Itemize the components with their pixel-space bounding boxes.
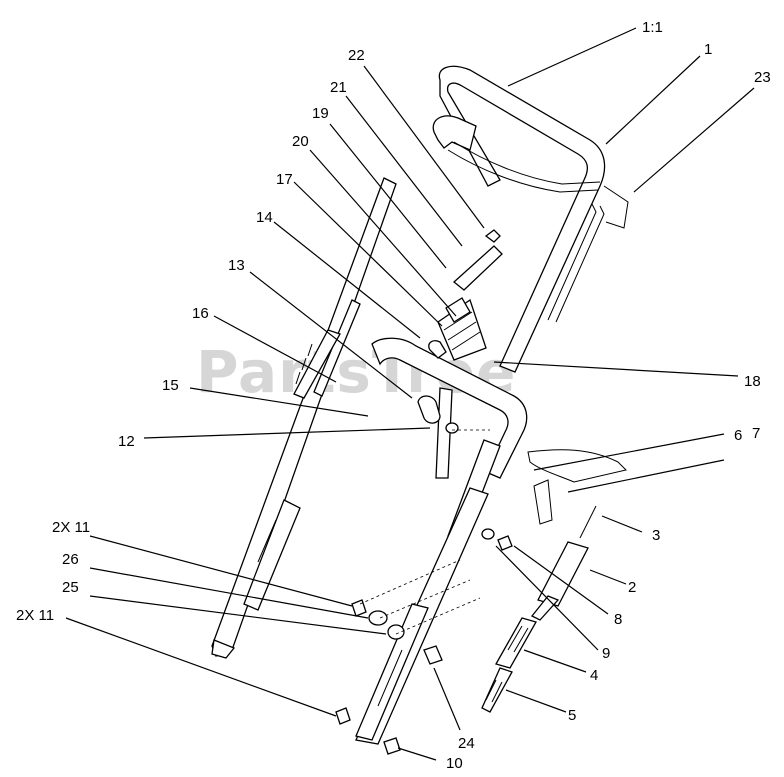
callout-12: 12 xyxy=(118,433,135,450)
cable-assembly-part xyxy=(481,449,627,713)
callout-16: 16 xyxy=(192,305,209,322)
shift-bracket-part xyxy=(428,229,503,361)
callout-18: 18 xyxy=(744,373,761,390)
knob-part xyxy=(417,395,441,424)
callout-2: 2 xyxy=(628,579,637,596)
hardware-parts xyxy=(335,422,513,755)
leader-lines xyxy=(65,27,755,761)
callout-8: 8 xyxy=(614,611,623,628)
callout-14: 14 xyxy=(256,209,273,226)
callout-23: 23 xyxy=(754,69,771,86)
callout-13: 13 xyxy=(228,257,245,274)
callout-7: 7 xyxy=(752,425,761,442)
callout-3: 3 xyxy=(652,527,661,544)
upper-handle-part xyxy=(432,65,606,373)
callout-4: 4 xyxy=(590,667,599,684)
callout-26: 26 xyxy=(62,551,79,568)
callout-21: 21 xyxy=(330,79,347,96)
callout-2x11-lower: 2X 11 xyxy=(16,607,55,624)
callout-2x11-upper: 2X 11 xyxy=(52,519,91,536)
callout-17: 17 xyxy=(276,171,293,188)
callout-1: 1 xyxy=(704,41,713,58)
callout-25: 25 xyxy=(62,579,79,596)
callout-22: 22 xyxy=(348,47,365,64)
callout-6: 6 xyxy=(734,427,743,444)
callout-1-1: 1:1 xyxy=(642,19,663,36)
bail-rod-part xyxy=(547,185,629,323)
callout-15: 15 xyxy=(162,377,179,394)
lower-handle-part xyxy=(211,177,397,659)
callout-24: 24 xyxy=(458,735,475,752)
callout-20: 20 xyxy=(292,133,309,150)
callout-19: 19 xyxy=(312,105,329,122)
right-lower-handle-part xyxy=(355,487,489,745)
callout-9: 9 xyxy=(602,645,611,662)
callout-5: 5 xyxy=(568,707,577,724)
center-tube-part xyxy=(371,337,528,541)
callout-10: 10 xyxy=(446,755,463,772)
